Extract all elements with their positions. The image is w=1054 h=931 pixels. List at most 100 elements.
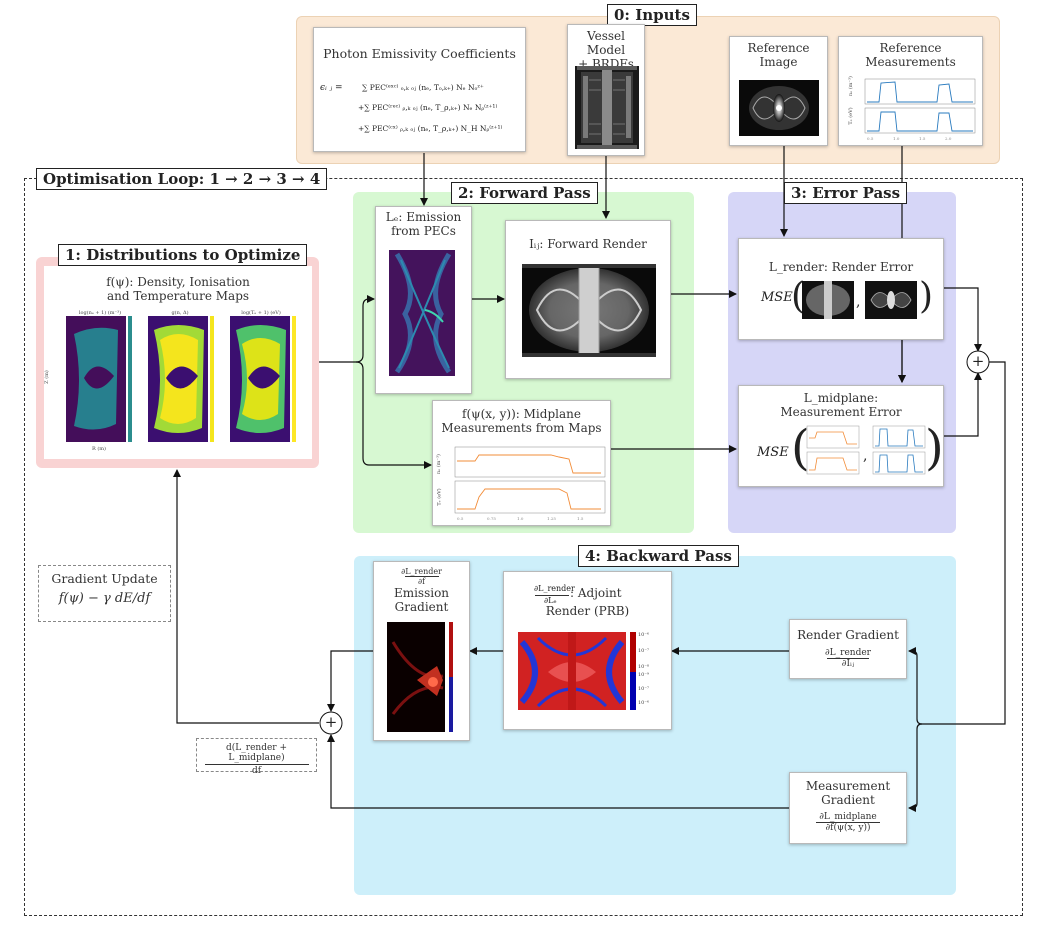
measurement-error-paren-right: ) bbox=[925, 420, 944, 476]
reference-image-card: Reference Image bbox=[729, 36, 828, 146]
emission-gradient-frac-den: ∂f bbox=[417, 577, 426, 586]
inputs-title: 0: Inputs bbox=[607, 4, 697, 26]
forward-render-card: Iᵢⱼ: Forward Render bbox=[505, 220, 671, 379]
adjoint-render-card: ∂L_render ∂Lₑ : Adjoint Render (PRB) 10⁻… bbox=[503, 571, 672, 730]
measurement-gradient-card: Measurement Gradient ∂L_midplane ∂f(ψ(x,… bbox=[789, 772, 907, 844]
svg-text:1.0: 1.0 bbox=[517, 516, 524, 521]
render-gradient-frac-num: ∂L_render bbox=[825, 648, 871, 658]
midplane-ylabel-bottom: Tₑ (eV) bbox=[436, 488, 443, 506]
render-error-paren-right: ) bbox=[919, 276, 934, 317]
reference-measurements-ylabel-bottom: Tₑ (eV) bbox=[848, 107, 854, 125]
maps-ylabel: Z (m) bbox=[43, 370, 50, 384]
adjoint-caption-line1: : Adjoint bbox=[570, 586, 622, 600]
measurement-error-plot-predicted bbox=[806, 425, 860, 475]
total-gradient-frac-bar bbox=[204, 764, 309, 765]
gradient-update-formula: f(ψ) − γ dE/df bbox=[58, 591, 151, 606]
vessel-title-line1: Vessel Model bbox=[586, 29, 626, 57]
emission-gradient-frac-bar bbox=[404, 576, 439, 577]
render-error-comma: , bbox=[856, 294, 861, 310]
forward-pass-title: 2: Forward Pass bbox=[451, 182, 598, 204]
reference-measurements-title-line1: Reference bbox=[879, 41, 942, 55]
colorbar-tick-3: 10⁻⁸ bbox=[638, 664, 650, 670]
pec-equation-line3: +∑ PEC⁽ᶜˣ⁾ ᵨ,ₖ ₒⱼ (nₑ, T_ρ,ₖ₊) N_H Nᵨ⁽ᶻ⁺… bbox=[358, 124, 503, 133]
emission-gradient-card: ∂L_render ∂f Emission Gradient bbox=[373, 561, 470, 741]
colorbar-tick-4: 10⁻⁹ bbox=[638, 672, 650, 678]
adjoint-frac-den: ∂Lₑ bbox=[544, 596, 557, 605]
forward-render-image bbox=[522, 264, 656, 357]
measurement-error-comma: , bbox=[863, 448, 868, 464]
arrow-measgrad-to-sum bbox=[327, 734, 789, 809]
svg-text:0.5: 0.5 bbox=[867, 136, 874, 141]
forward-render-title: Iᵢⱼ: Forward Render bbox=[529, 237, 647, 251]
vessel-model-image bbox=[575, 66, 639, 149]
sum-symbol-gradients: + bbox=[324, 713, 338, 731]
pec-equation-lhs: ϵᵢ ⱼ = bbox=[320, 83, 343, 93]
measurement-gradient-frac-bar bbox=[816, 822, 880, 823]
adjoint-frac-bar bbox=[535, 595, 569, 596]
arrow-emissiongrad-to-sum bbox=[327, 650, 373, 712]
measurement-error-plot-reference bbox=[872, 425, 926, 475]
distributions-caption-line1: f(ψ): Density, Ionisation bbox=[106, 275, 250, 289]
pec-title: Photon Emissivity Coefficients bbox=[323, 46, 516, 61]
svg-text:0.75: 0.75 bbox=[487, 516, 496, 521]
reference-image-title-line1: Reference bbox=[747, 41, 810, 55]
measurement-error-caption-line2: Measurement Error bbox=[780, 405, 902, 419]
render-error-rendered-thumb bbox=[802, 281, 854, 319]
sum-symbol-errors: + bbox=[971, 352, 985, 370]
arrow-measerror-to-sum bbox=[944, 372, 982, 437]
maps-xlabel: R (m) bbox=[92, 446, 106, 452]
pec-equation-line1: ∑ PEC⁽ᵉˣᶜ⁾ ₒ,ₖ ₒⱼ (nₑ, Tₒ,ₖ₊) Nₑ Nₒᶻ⁺ bbox=[362, 83, 484, 92]
render-gradient-title: Render Gradient bbox=[797, 628, 899, 642]
measurement-gradient-caption-line2: Gradient bbox=[821, 793, 875, 807]
svg-text:1.5: 1.5 bbox=[919, 136, 926, 141]
measurement-error-caption-line1: L_midplane: bbox=[803, 391, 879, 405]
render-error-reference-thumb bbox=[865, 281, 917, 319]
map-title-ionisation: g(n, Δ) bbox=[171, 310, 189, 316]
total-gradient-frac-den: df bbox=[251, 766, 262, 776]
render-error-paren-left: ( bbox=[791, 276, 806, 317]
midplane-caption-line2: Measurements from Maps bbox=[441, 421, 602, 435]
ionisation-map bbox=[148, 316, 214, 442]
emission-gradient-caption-line1: Emission bbox=[393, 586, 450, 600]
adjoint-render-image bbox=[518, 632, 636, 710]
svg-text:0.5: 0.5 bbox=[457, 516, 464, 521]
render-error-mse-label: MSE bbox=[761, 290, 793, 305]
colorbar-tick-1: 10⁻⁶ bbox=[638, 632, 650, 638]
measurement-gradient-frac-num: ∂L_midplane bbox=[819, 812, 877, 822]
render-error-card: L_render: Render Error MSE ( , ) bbox=[738, 238, 944, 340]
render-gradient-frac-den: ∂Iᵢⱼ bbox=[841, 659, 855, 669]
map-title-temperature: log(Tₑ + 1) (eV) bbox=[241, 310, 281, 316]
density-map bbox=[66, 316, 132, 442]
pec-card: Photon Emissivity Coefficients ϵᵢ ⱼ = ∑ … bbox=[313, 27, 526, 152]
arrow-sum-to-backward bbox=[922, 361, 1006, 725]
emission-caption-line1: Lₑ: Emission bbox=[385, 210, 462, 224]
arrow-sum-to-distributions bbox=[173, 469, 319, 724]
render-gradient-card: Render Gradient ∂L_render ∂Iᵢⱼ bbox=[789, 619, 907, 679]
adjoint-caption-line2: Render (PRB) bbox=[545, 604, 630, 618]
distributions-card: f(ψ): Density, Ionisation and Temperatur… bbox=[44, 266, 312, 459]
temperature-map bbox=[230, 316, 296, 442]
emission-gradient-caption-line2: Gradient bbox=[394, 600, 449, 614]
total-gradient-frac-num: d(L_render + L_midplane) bbox=[226, 743, 287, 763]
measurement-gradient-frac-den: ∂f(ψ(x, y)) bbox=[825, 823, 871, 833]
emission-caption-line2: from PECs bbox=[391, 224, 456, 238]
colorbar-tick-5: 10⁻⁷ bbox=[638, 686, 650, 692]
gradient-update-box: Gradient Update f(ψ) − γ dE/df bbox=[38, 565, 171, 622]
total-gradient-box: d(L_render + L_midplane) df bbox=[196, 738, 317, 776]
svg-text:1.5: 1.5 bbox=[577, 516, 584, 521]
sum-node-errors bbox=[966, 350, 990, 374]
gradient-update-title: Gradient Update bbox=[51, 571, 158, 586]
render-gradient-frac-bar bbox=[827, 658, 869, 659]
colorbar-tick-6: 10⁻⁶ bbox=[638, 700, 650, 706]
midplane-ylabel-top: nₑ (m⁻³) bbox=[436, 453, 443, 475]
measurement-gradient-caption-line1: Measurement bbox=[805, 779, 891, 793]
distributions-title: 1: Distributions to Optimize bbox=[58, 244, 308, 266]
backward-pass-title: 4: Backward Pass bbox=[578, 545, 739, 567]
distributions-caption-line2: and Temperature Maps bbox=[106, 289, 250, 303]
vessel-card: Vessel Model + BRDFs bbox=[567, 24, 645, 156]
measurement-error-mse-label: MSE bbox=[757, 445, 789, 460]
reference-camera-image bbox=[739, 80, 819, 136]
error-pass-title: 3: Error Pass bbox=[784, 182, 908, 204]
